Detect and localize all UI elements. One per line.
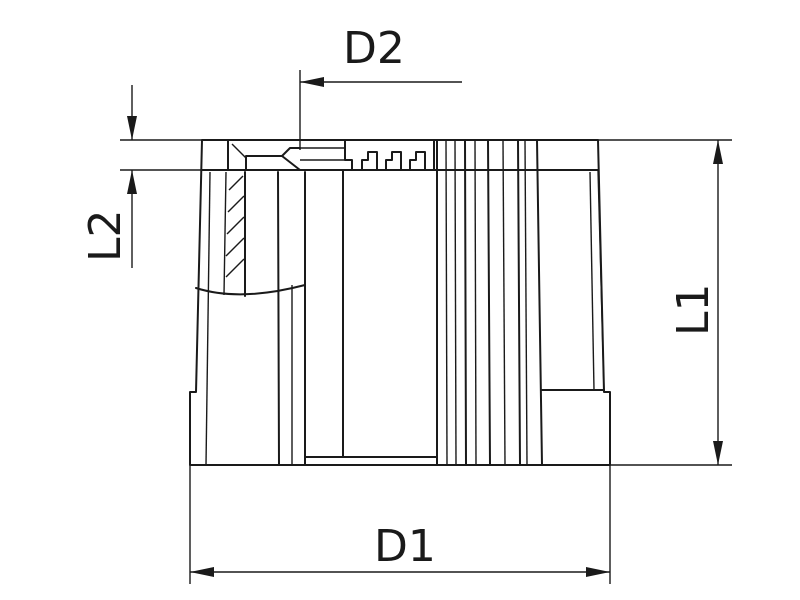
- d1-arrowhead-left: [190, 567, 214, 577]
- dimension-d1: D1: [189, 465, 611, 584]
- dimension-d2: D2: [299, 23, 462, 150]
- l1-label: L1: [668, 283, 719, 336]
- dimension-l2: L2: [80, 85, 340, 268]
- d1-label: D1: [374, 521, 436, 572]
- l2-arrowhead-top: [127, 116, 137, 140]
- l1-arrowhead-bottom: [713, 441, 723, 465]
- l1-arrowhead-top: [713, 140, 723, 164]
- d2-arrowhead: [300, 77, 324, 87]
- part-outline: [189, 139, 611, 466]
- d2-label: D2: [343, 23, 405, 74]
- dimension-l1: L1: [598, 139, 732, 466]
- l2-label: L2: [80, 209, 131, 262]
- l2-arrowhead-bottom: [127, 170, 137, 194]
- d1-arrowhead-right: [586, 567, 610, 577]
